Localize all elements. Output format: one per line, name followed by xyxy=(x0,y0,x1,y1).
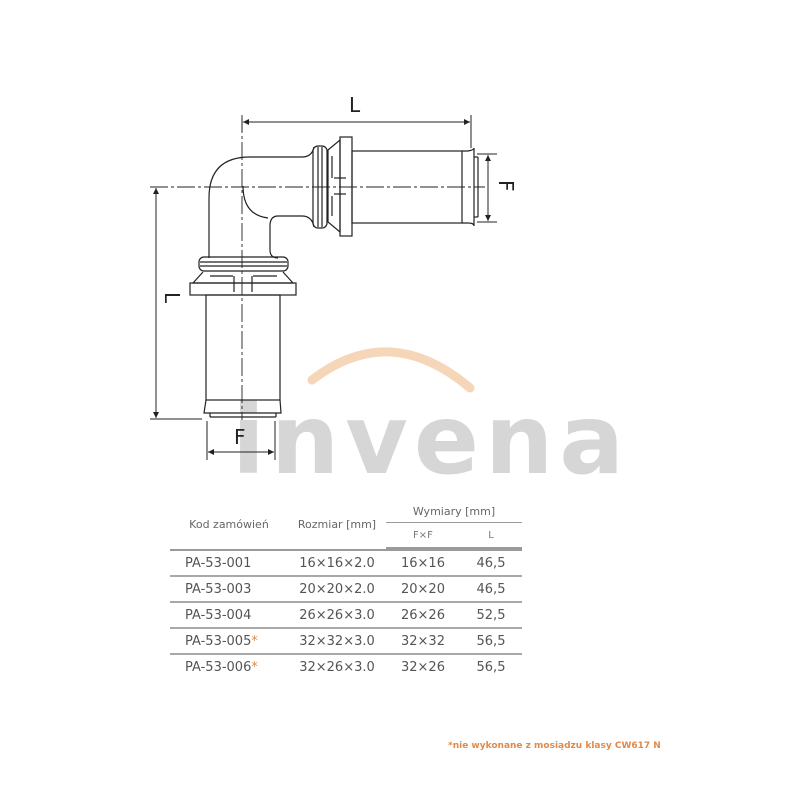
fxf-cell: 32×32 xyxy=(386,628,460,655)
spec-table: Kod zamówień Rozmiar [mm] Wymiary [mm] F… xyxy=(170,500,522,679)
fxf-cell: 26×26 xyxy=(386,602,460,629)
elbow-body-outline xyxy=(208,146,315,258)
size-cell: 32×32×3.0 xyxy=(288,628,386,655)
fxf-cell: 32×26 xyxy=(401,659,445,675)
header-fxf: F×F xyxy=(386,522,460,549)
header-size: Rozmiar [mm] xyxy=(297,517,377,531)
fxf-cell: 16×16 xyxy=(386,550,460,577)
table-row: PA-53-001 16×16×2.0 16×16 46,5 xyxy=(170,550,522,577)
bottom-sleeve xyxy=(205,294,281,401)
l-cell: 46,5 xyxy=(460,576,522,603)
dimension-bottom-label: F xyxy=(234,425,246,449)
table-row: PA-53-004 26×26×3.0 26×26 52,5 xyxy=(170,602,522,629)
table-row: PA-53-006* 32×26×3.0 32×26 56,5 xyxy=(170,654,522,679)
elbow-fitting-drawing: L F L F xyxy=(150,93,518,460)
header-l: L xyxy=(460,522,522,549)
l-cell: 46,5 xyxy=(460,550,522,577)
l-cell: 56,5 xyxy=(460,628,522,655)
watermark-brand: invena xyxy=(232,384,631,496)
fxf-cell: 20×20 xyxy=(386,576,460,603)
l-cell: 56,5 xyxy=(476,659,506,675)
header-dimensions-group: Wymiary [mm] xyxy=(386,500,522,523)
product-code: PA-53-004 xyxy=(170,602,288,629)
table-row: PA-53-003 20×20×2.0 20×20 46,5 xyxy=(170,576,522,603)
product-code: PA-53-005* xyxy=(170,628,288,655)
header-code: Kod zamówień xyxy=(189,517,269,531)
dimension-left-label: L xyxy=(160,292,184,304)
table-row: PA-53-005* 32×32×3.0 32×32 56,5 xyxy=(170,628,522,655)
product-code: PA-53-003 xyxy=(170,576,288,603)
size-cell: 32×26×3.0 xyxy=(299,659,375,675)
l-cell: 52,5 xyxy=(460,602,522,629)
product-code: PA-53-001 xyxy=(170,550,288,577)
watermark-arc xyxy=(307,347,475,393)
header-rule xyxy=(170,548,522,551)
footnote: *nie wykonane z mosiądzu klasy CW617 N xyxy=(448,741,661,751)
size-cell: 16×16×2.0 xyxy=(288,550,386,577)
product-code: PA-53-006* xyxy=(185,659,258,675)
dimension-right-label: F xyxy=(494,180,518,192)
dimension-top-label: L xyxy=(349,93,361,117)
size-cell: 26×26×3.0 xyxy=(288,602,386,629)
size-cell: 20×20×2.0 xyxy=(288,576,386,603)
